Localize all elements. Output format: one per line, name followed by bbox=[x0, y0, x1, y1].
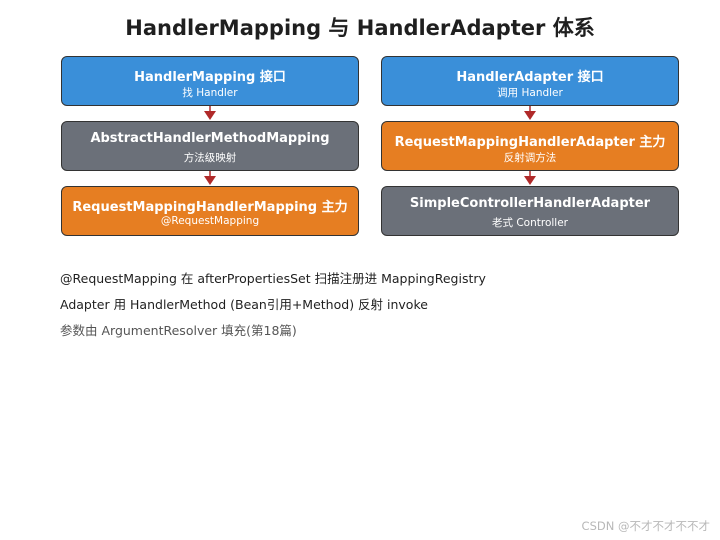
box-subtitle: 方法级映射 bbox=[183, 152, 237, 164]
arrow-down-icon bbox=[204, 106, 216, 120]
box-title: AbstractHandlerMethodMapping bbox=[90, 131, 330, 146]
note-line: @RequestMapping 在 afterPropertiesSet 扫描注… bbox=[60, 271, 486, 286]
request-mapping-handler-mapping-box: RequestMappingHandlerMapping 主力 @Request… bbox=[61, 186, 359, 236]
note-line: 参数由 ArgumentResolver 填充(第18篇) bbox=[60, 323, 297, 338]
box-subtitle: 调用 Handler bbox=[497, 87, 563, 99]
box-subtitle: 反射调方法 bbox=[503, 152, 557, 164]
box-title: RequestMappingHandlerMapping 主力 bbox=[72, 200, 348, 215]
simple-controller-handler-adapter-box: SimpleControllerHandlerAdapter 老式 Contro… bbox=[381, 186, 679, 236]
arrow-down-icon bbox=[524, 106, 536, 120]
arrow-down-icon bbox=[204, 171, 216, 185]
box-subtitle: 老式 Controller bbox=[492, 217, 568, 229]
handler-adapter-interface-box: HandlerAdapter 接口 调用 Handler bbox=[381, 56, 679, 106]
diagram-title: HandlerMapping 与 HandlerAdapter 体系 bbox=[125, 16, 595, 40]
box-title: HandlerMapping 接口 bbox=[134, 70, 286, 85]
box-subtitle: 找 Handler bbox=[182, 87, 238, 99]
box-title: RequestMappingHandlerAdapter 主力 bbox=[394, 135, 666, 150]
box-subtitle: @RequestMapping bbox=[160, 215, 260, 227]
abstract-handler-method-mapping-box: AbstractHandlerMethodMapping 方法级映射 bbox=[61, 121, 359, 171]
notes-list: @RequestMapping 在 afterPropertiesSet 扫描注… bbox=[60, 270, 680, 348]
watermark: CSDN @不才不才不不才 bbox=[581, 519, 710, 533]
box-title: SimpleControllerHandlerAdapter bbox=[409, 196, 651, 211]
arrow-down-icon bbox=[524, 171, 536, 185]
note-line: Adapter 用 HandlerMethod (Bean引用+Method) … bbox=[60, 297, 428, 312]
handler-mapping-interface-box: HandlerMapping 接口 找 Handler bbox=[61, 56, 359, 106]
box-title: HandlerAdapter 接口 bbox=[456, 70, 604, 85]
request-mapping-handler-adapter-box: RequestMappingHandlerAdapter 主力 反射调方法 bbox=[381, 121, 679, 171]
